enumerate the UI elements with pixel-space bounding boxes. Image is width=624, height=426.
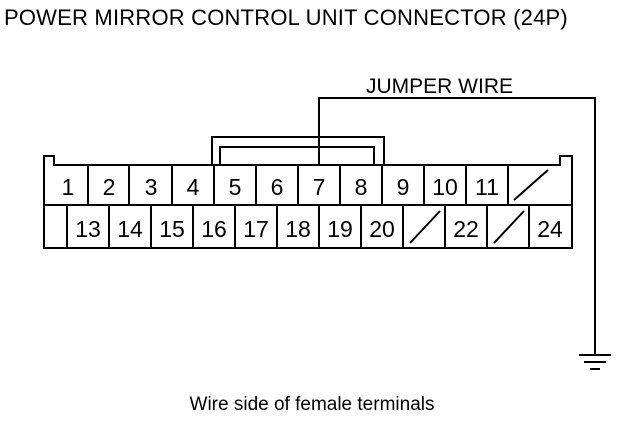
pin-10: 10 (432, 174, 458, 200)
pin-17: 17 (243, 216, 269, 242)
empty-cell-12 (513, 169, 549, 201)
pin-22: 22 (453, 216, 479, 242)
pin-16: 16 (201, 216, 227, 242)
jumper-wire (318, 97, 596, 355)
pin-11: 11 (475, 174, 499, 200)
pin-7: 7 (313, 174, 326, 200)
jumper-wire-label: JUMPER WIRE (366, 75, 513, 98)
pin-6: 6 (271, 174, 284, 200)
empty-cell-21 (409, 210, 441, 244)
empty-cell-23 (493, 210, 525, 244)
pin-18: 18 (285, 216, 311, 242)
pin-8: 8 (355, 174, 368, 200)
pin-19: 19 (327, 216, 353, 242)
pin-1: 1 (62, 174, 75, 200)
pin-13: 13 (75, 216, 101, 242)
pin-14: 14 (117, 216, 143, 242)
pin-9: 9 (397, 174, 410, 200)
lock-tab-inner (219, 146, 375, 165)
pin-15: 15 (159, 216, 185, 242)
pin-4: 4 (187, 174, 200, 200)
pin-3: 3 (145, 174, 158, 200)
diagram-title: POWER MIRROR CONTROL UNIT CONNECTOR (24P… (4, 5, 568, 30)
lock-tab (211, 136, 385, 165)
pin-20: 20 (369, 216, 395, 242)
pin-24: 24 (537, 216, 563, 242)
diagram-caption: Wire side of female terminals (189, 394, 435, 415)
pin-5: 5 (229, 174, 242, 200)
pin-2: 2 (103, 174, 116, 200)
connector-outline (43, 155, 573, 249)
